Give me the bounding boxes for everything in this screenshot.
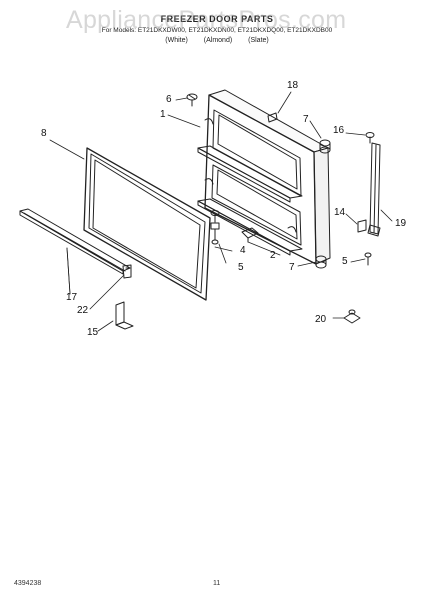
callout-5-right: 5 <box>342 256 348 267</box>
watermark: AppliancePartsPros.com <box>66 6 347 34</box>
callout-1: 1 <box>160 109 166 120</box>
callout-7-top: 7 <box>303 114 309 125</box>
door-handle <box>367 142 381 237</box>
callout-18: 18 <box>287 80 299 91</box>
handle-screw-top <box>365 132 375 144</box>
leader-lines <box>49 91 393 332</box>
hinge-screw <box>186 93 198 107</box>
color-white: (White) <box>165 37 188 44</box>
freezer-door <box>197 89 331 265</box>
page-number: 11 <box>213 580 221 587</box>
color-list: (White) (Almond) (Slate) <box>0 37 434 44</box>
callout-16: 16 <box>333 125 345 136</box>
handle-bracket <box>357 219 367 233</box>
page-title: FREEZER DOOR PARTS <box>160 14 274 24</box>
callout-5-left: 5 <box>238 262 244 273</box>
door-stop <box>241 227 259 243</box>
hinge-cap-top <box>319 139 331 154</box>
callout-7-bottom: 7 <box>289 262 295 273</box>
mounting-bracket <box>115 301 134 330</box>
model-list: For Models: ET21DKXDW00, ET21DKXDN00, ET… <box>101 27 333 34</box>
color-slate: (Slate) <box>248 37 269 44</box>
callout-19: 19 <box>395 218 407 229</box>
color-almond: (Almond) <box>203 37 233 44</box>
hinge-screws-left <box>210 210 220 245</box>
callout-6: 6 <box>166 94 172 105</box>
small-bracket <box>122 264 132 279</box>
handle-screw-bottom <box>364 252 372 266</box>
callout-4: 4 <box>240 245 246 256</box>
callout-8: 8 <box>41 128 47 139</box>
callout-2: 2 <box>270 250 276 261</box>
callout-22: 22 <box>77 305 89 316</box>
callout-17: 17 <box>66 292 78 303</box>
door-label <box>267 112 278 123</box>
callout-20: 20 <box>315 314 327 325</box>
hinge-bearing <box>343 309 361 324</box>
callout-14: 14 <box>334 207 346 218</box>
trim-strip <box>19 208 131 275</box>
door-gasket <box>83 147 211 301</box>
callout-15: 15 <box>87 327 99 338</box>
doc-number: 4394238 <box>14 580 42 587</box>
